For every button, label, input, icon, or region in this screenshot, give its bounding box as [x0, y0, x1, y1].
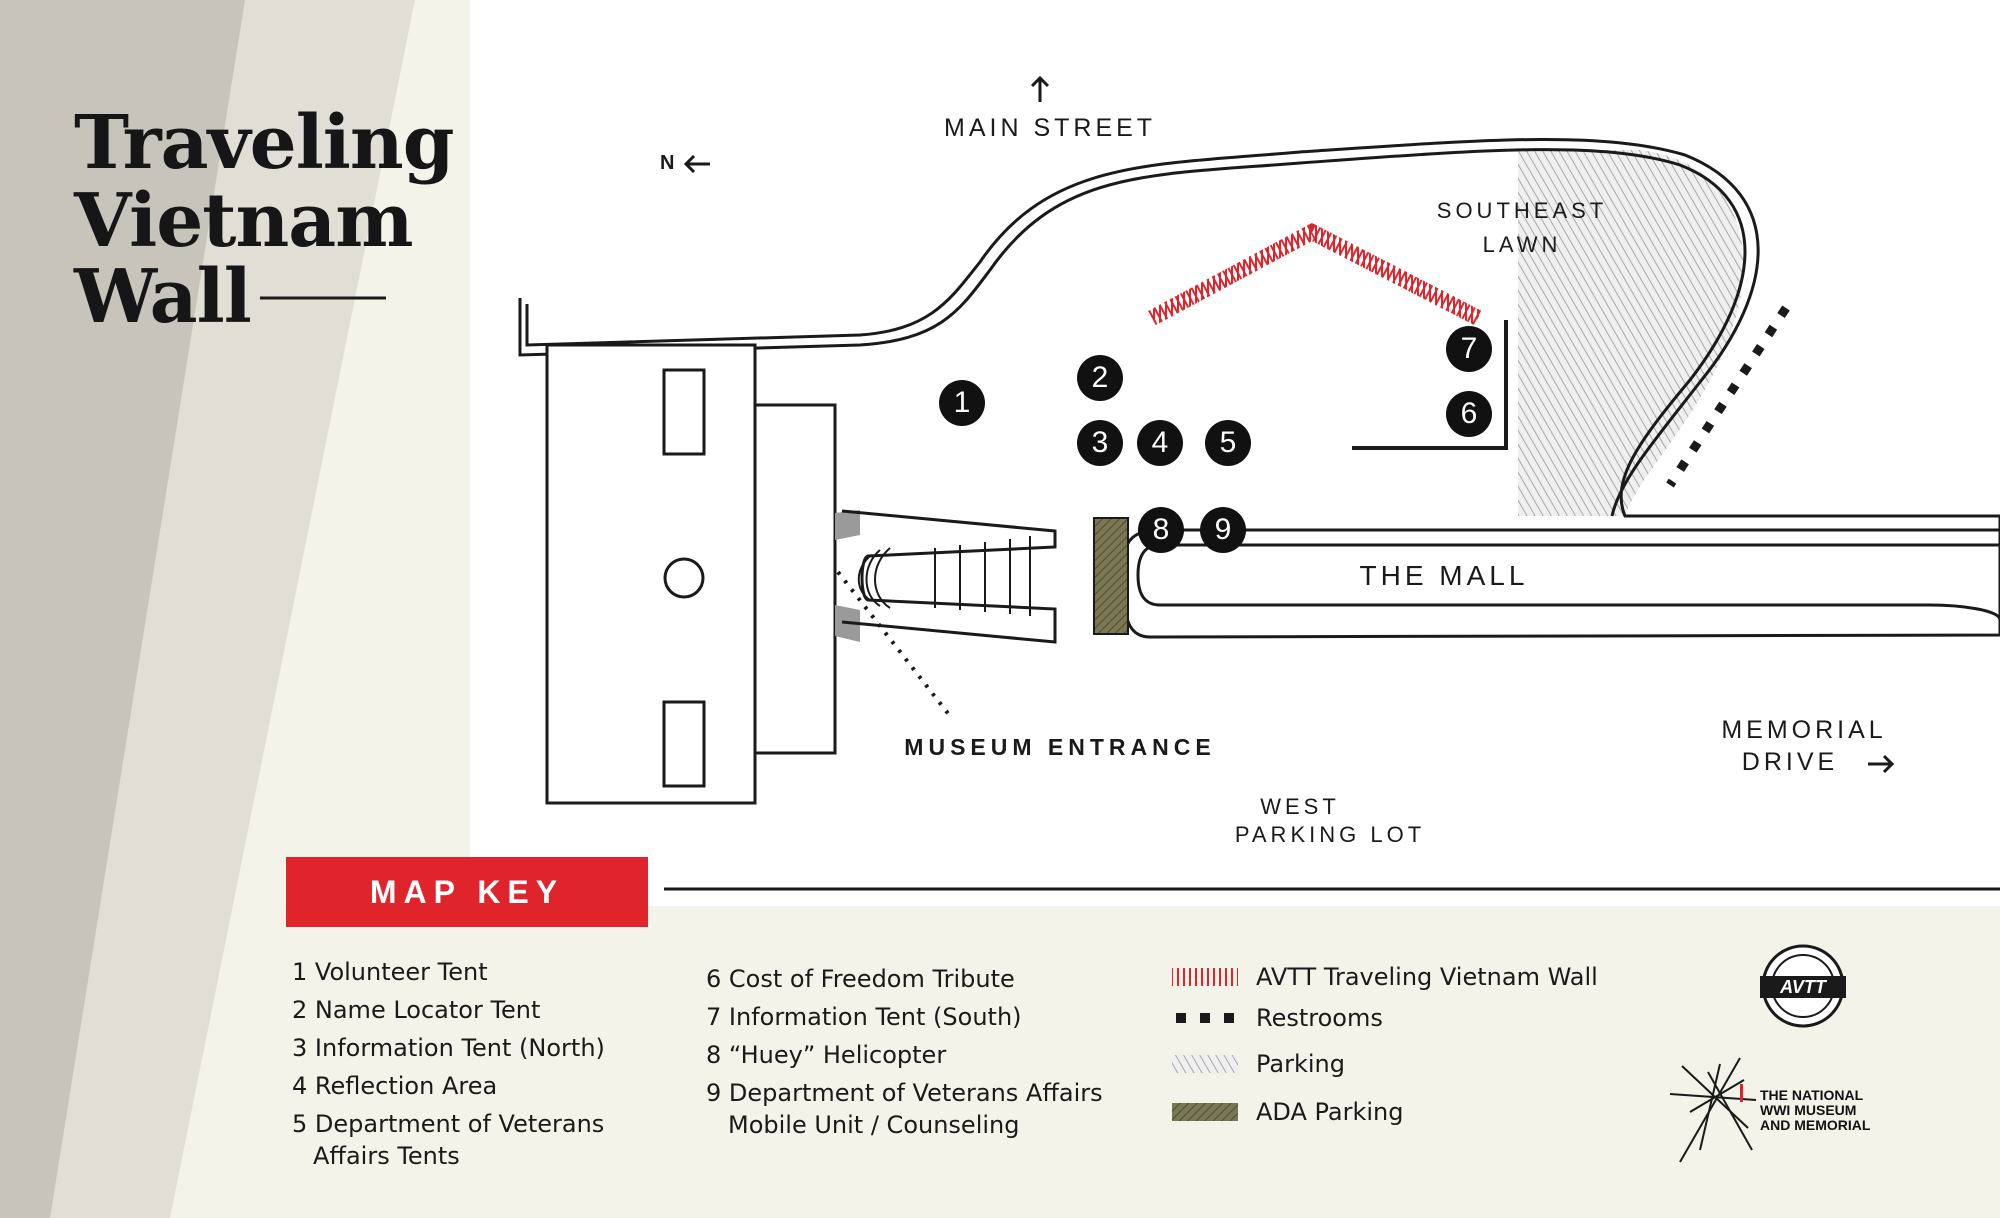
- entrance-shade-top: [835, 510, 860, 540]
- west-parking-label-1: WEST: [1260, 794, 1340, 819]
- wwi-logo-line-2: WWI MUSEUM: [1760, 1102, 1857, 1118]
- olive-hatch-icon: [1172, 1103, 1238, 1121]
- cost-of-freedom-wall: [1352, 320, 1508, 450]
- key-item-8: 8 “Huey” Helicopter: [706, 1041, 947, 1069]
- key-item-1: 1 Volunteer Tent: [292, 958, 488, 986]
- avtt-logo-text: AVTT: [1780, 977, 1826, 997]
- mall-path: [1136, 543, 2000, 621]
- gray-hatch-icon: [1172, 1055, 1238, 1073]
- road-inner-outline: [525, 138, 1760, 517]
- wwi-logo-accent: [1740, 1084, 1743, 1102]
- key-item-5: 5 Department of Veterans: [292, 1110, 605, 1138]
- memorial-drive-label-1: MEMORIAL: [1721, 716, 1887, 744]
- museum-wing: [753, 403, 837, 755]
- key-item-6: 6 Cost of Freedom Tribute: [706, 965, 1015, 993]
- museum-building: [545, 343, 757, 805]
- museum-rotunda: [663, 557, 705, 599]
- marker-3[interactable]: 3: [1077, 420, 1123, 466]
- north-arrow: [683, 154, 710, 174]
- dotted-line-icon: [1176, 1013, 1234, 1023]
- southeast-lawn-label-1: SOUTHEAST: [1436, 198, 1608, 223]
- marker-2[interactable]: 2: [1077, 355, 1123, 401]
- red-hatch-icon: [1172, 968, 1238, 986]
- key-item-9: 9 Department of Veterans Affairs: [706, 1079, 1103, 1107]
- west-parking-label-2: PARKING LOT: [1234, 822, 1426, 847]
- key-item-7: 7 Information Tent (South): [706, 1003, 1022, 1031]
- key-item-3: 3 Information Tent (North): [292, 1034, 605, 1062]
- avtt-logo: [1760, 944, 1846, 1028]
- legend-wall-label: AVTT Traveling Vietnam Wall: [1256, 963, 1598, 991]
- museum-entrance-label: MUSEUM ENTRANCE: [904, 734, 1216, 760]
- map-key-heading: MAP KEY: [286, 857, 648, 927]
- north-label: N: [660, 152, 675, 174]
- stair-steps: [934, 536, 1031, 616]
- marker-9[interactable]: 9: [1200, 507, 1246, 553]
- diagonal-stripe-dark: [0, 0, 245, 1218]
- museum-window-top: [662, 368, 706, 456]
- the-mall-label: THE MALL: [1359, 560, 1529, 591]
- marker-8[interactable]: 8: [1138, 507, 1184, 553]
- legend-ada-label: ADA Parking: [1256, 1098, 1404, 1126]
- key-item-4: 4 Reflection Area: [292, 1072, 498, 1100]
- key-item-2: 2 Name Locator Tent: [292, 996, 541, 1024]
- wwi-logo-line-1: THE NATIONAL: [1760, 1087, 1864, 1103]
- memorial-drive-arrow: [1868, 754, 1895, 774]
- marker-4[interactable]: 4: [1137, 420, 1183, 466]
- traveling-wall-hatch: [1148, 222, 1482, 326]
- marker-6[interactable]: 6: [1446, 391, 1492, 437]
- marker-1[interactable]: 1: [939, 380, 985, 426]
- entrance-pointer: [836, 570, 952, 718]
- title-line-2: Vietnam: [74, 178, 414, 264]
- main-street-label: MAIN STREET: [944, 114, 1157, 142]
- entrance-arcs: [857, 547, 891, 609]
- wwi-logo-line-3: AND MEMORIAL: [1760, 1117, 1871, 1133]
- museum-window-bottom: [662, 700, 706, 788]
- ada-parking-area: [1093, 517, 1129, 635]
- marker-5[interactable]: 5: [1205, 420, 1251, 466]
- title-line-3: Wall: [74, 254, 252, 340]
- legend-restrooms-label: Restrooms: [1256, 1004, 1383, 1032]
- title-line-1: Traveling: [74, 100, 454, 186]
- southeast-lawn-label-2: LAWN: [1482, 232, 1562, 257]
- legend-parking-label: Parking: [1256, 1050, 1345, 1078]
- southeast-parking-hatch: [1518, 150, 1744, 516]
- marker-7[interactable]: 7: [1446, 326, 1492, 372]
- main-street-arrow: [1030, 75, 1050, 102]
- memorial-drive-label-2: DRIVE: [1741, 748, 1839, 776]
- key-item-5-cont: Affairs Tents: [313, 1142, 460, 1170]
- key-item-9-cont: Mobile Unit / Counseling: [728, 1111, 1020, 1139]
- road-outline: [518, 148, 2000, 639]
- entrance-stairs-outline: [841, 509, 1057, 644]
